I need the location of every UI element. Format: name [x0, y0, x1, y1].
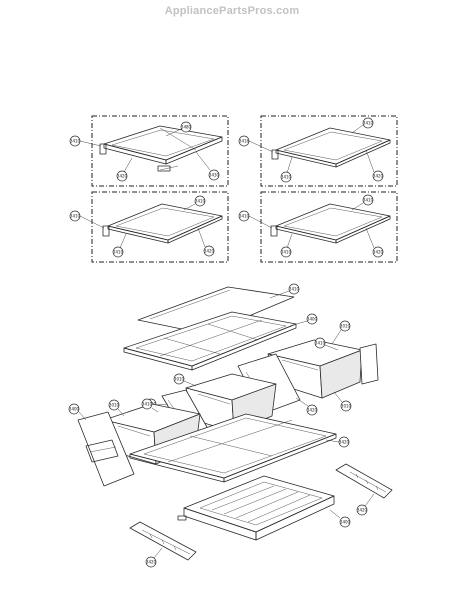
lower-shelf-cover [129, 413, 337, 483]
svg-text:3410: 3410 [315, 341, 326, 346]
callout-box3-left: 3410 [69, 210, 105, 229]
svg-text:3420: 3420 [117, 174, 128, 179]
callout-box4-bottom-right: 3420 [365, 227, 384, 258]
svg-text:3010: 3010 [341, 404, 352, 409]
handle-bar-right [335, 463, 393, 499]
callout-drawer-right-lower: 3010 [333, 391, 352, 412]
callout-box2-top: 3410 [351, 117, 374, 134]
callout-drawer-left: 3010 [108, 399, 125, 417]
callout-pantry-middle: 3010 [173, 373, 197, 387]
svg-text:3410: 3410 [195, 199, 206, 204]
svg-text:3410: 3410 [281, 250, 292, 255]
watermark: AppliancePartsPros.com [164, 5, 300, 17]
callout-box1-left: 3410 [69, 135, 102, 147]
svg-text:3420: 3420 [357, 508, 368, 513]
svg-text:3410: 3410 [289, 287, 300, 292]
svg-text:3400: 3400 [307, 317, 318, 322]
callout-bottom-tray: 3400 [329, 509, 351, 528]
svg-text:3420: 3420 [146, 560, 157, 565]
svg-text:3410: 3410 [142, 402, 153, 407]
svg-text:3410: 3410 [363, 198, 374, 203]
bottom-tray [177, 475, 335, 541]
svg-text:3410: 3410 [281, 175, 292, 180]
svg-text:3410: 3410 [113, 250, 124, 255]
svg-text:3416: 3416 [239, 139, 250, 144]
callout-handle-right: 3420 [356, 493, 375, 516]
shelf-assembly-box-2 [260, 115, 398, 187]
svg-text:3420: 3420 [339, 440, 350, 445]
shelf-assembly-box-3 [91, 191, 229, 263]
callout-shelf-frame: 3400 [289, 313, 318, 327]
svg-text:3480: 3480 [181, 125, 192, 130]
callout-box3-top: 3410 [183, 195, 206, 211]
callout-box1-top: 3480 [165, 121, 192, 137]
callout-box1-bottom-left: 3420 [116, 157, 133, 182]
svg-text:3400: 3400 [69, 407, 80, 412]
callout-cover-right-a: 3410 [314, 337, 339, 351]
svg-text:3410: 3410 [239, 214, 250, 219]
svg-text:3010: 3010 [340, 324, 351, 329]
callout-glass-shelf: 3410 [269, 283, 300, 299]
callout-box4-left: 3410 [238, 210, 273, 229]
callout-box2-bottom-right: 3420 [365, 149, 384, 182]
svg-text:3410: 3410 [70, 139, 81, 144]
callout-cover-left: 3410 [141, 398, 159, 413]
svg-text:3420: 3420 [204, 249, 215, 254]
callout-drawer-front-right: 3420 [295, 397, 318, 416]
handle-bar-bottom [129, 521, 197, 561]
callout-box2-bottom-left: 3410 [280, 156, 293, 183]
callout-crisper-right: 3010 [331, 320, 351, 345]
svg-text:3010: 3010 [174, 377, 185, 382]
shelf-assembly-box-4 [260, 191, 398, 263]
shelf-assembly-box-1 [91, 115, 229, 187]
callout-box2-left: 3416 [238, 135, 274, 153]
callout-box4-top: 3410 [351, 194, 374, 211]
callout-box1-bottom-right: 3430 [195, 151, 220, 181]
svg-text:3410: 3410 [70, 214, 81, 219]
svg-text:3420: 3420 [373, 174, 384, 179]
svg-text:3420: 3420 [307, 408, 318, 413]
callout-box4-bottom-left: 3410 [280, 233, 293, 258]
svg-text:3010: 3010 [109, 403, 120, 408]
callout-handle-bottom: 3420 [145, 547, 163, 568]
drawer-front-left [77, 411, 135, 487]
svg-text:3410: 3410 [363, 121, 374, 126]
callout-cover-lower: 3420 [325, 436, 350, 448]
svg-text:3430: 3430 [209, 173, 220, 178]
callout-box3-bottom-right: 3420 [197, 227, 215, 257]
svg-text:3400: 3400 [340, 520, 351, 525]
svg-text:3420: 3420 [373, 250, 384, 255]
callout-front-left: 3400 [68, 403, 87, 421]
callout-box3-bottom-left: 3410 [112, 233, 127, 258]
